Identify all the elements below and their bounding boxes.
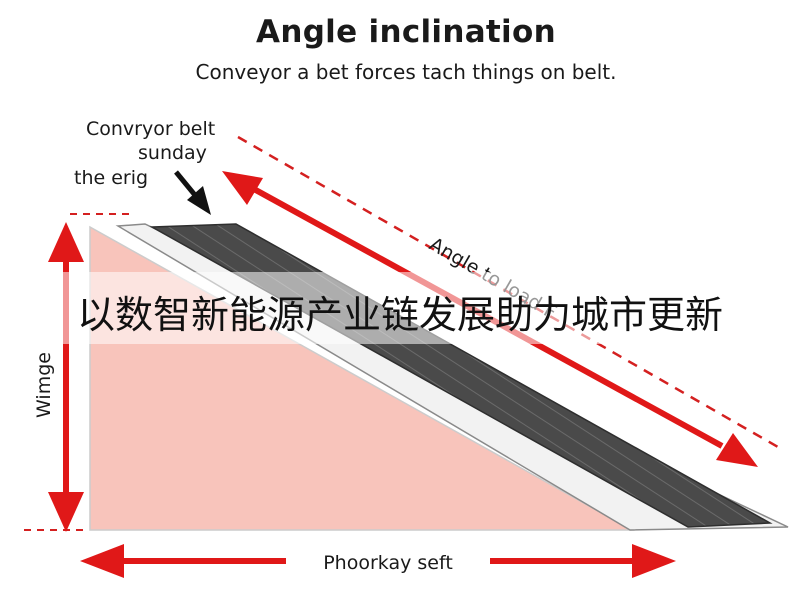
height-label: Wimge: [33, 352, 55, 418]
slope-arrow-up-head: [222, 171, 263, 205]
banner-text: 以数智新能源产业链发展助力城市更新: [76, 293, 723, 337]
belt-label-line2: sunday: [138, 142, 207, 164]
slope-arrow-down-head: [716, 433, 758, 467]
base-arrow-right-head: [632, 544, 676, 578]
banner-overlay: [0, 272, 800, 344]
base-arrow-left-head: [80, 544, 124, 578]
pointer-arrow-head: [187, 186, 211, 215]
belt-label-line3: the erig: [74, 167, 148, 189]
diagram-title: Angle inclination: [256, 14, 556, 50]
belt-label-line1: Convryor belt: [86, 118, 215, 140]
base-label: Phoorkay seft: [323, 552, 453, 574]
height-arrow-up-head: [48, 222, 84, 262]
diagram-subtitle: Conveyor a bet forces tach things on bel…: [195, 60, 617, 84]
height-arrow-down-head: [48, 492, 84, 532]
